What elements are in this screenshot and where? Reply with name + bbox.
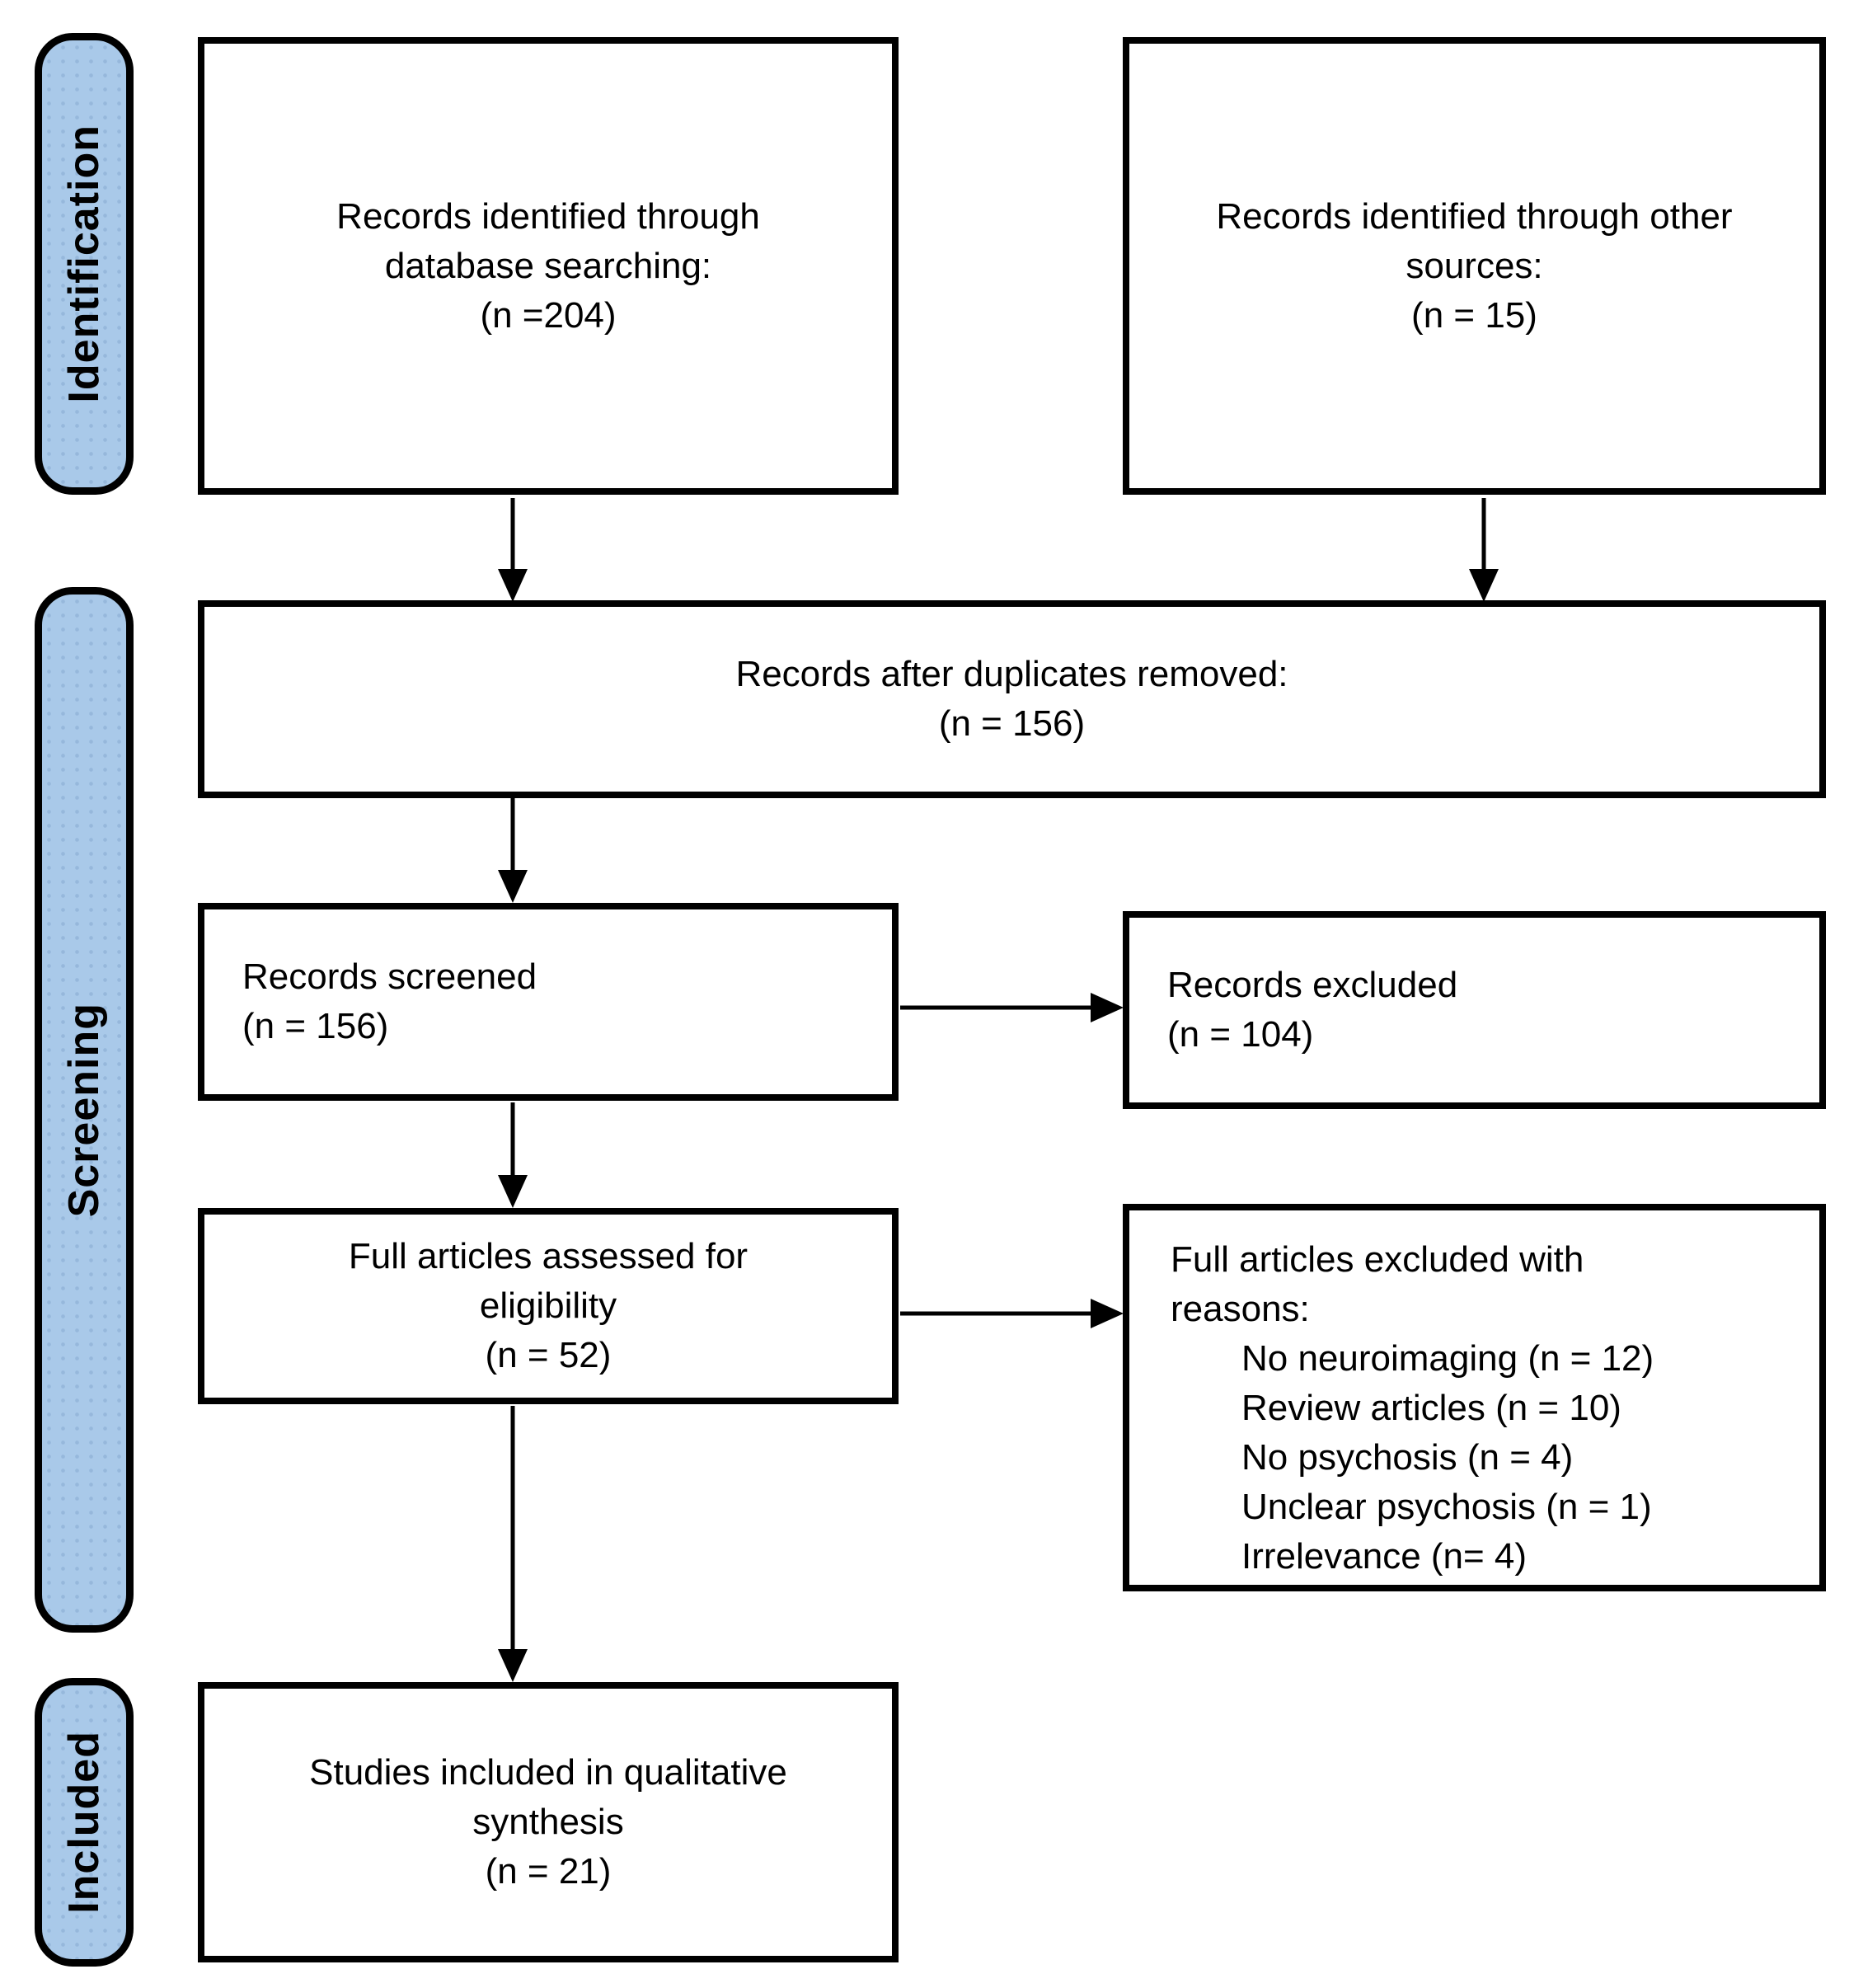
exclusion-reason-irrelevance: Irrelevance (n= 4) [1241, 1536, 1528, 1577]
box-records-excluded: Records excluded (n = 104) [1123, 911, 1826, 1109]
box-full-articles-assessed-text: Full articles assessed for eligibility (… [348, 1236, 749, 1375]
box-records-identified-database: Records identified through database sear… [198, 37, 899, 495]
arrow-other-sources-to-duplicates [1469, 498, 1499, 602]
arrow-assessed-to-full-excluded [900, 1299, 1124, 1328]
stage-label-included: Included [35, 1678, 134, 1967]
box-records-identified-database-text: Records identified through database sear… [336, 195, 760, 336]
box-records-after-duplicates-removed: Records after duplicates removed: (n = 1… [198, 600, 1826, 798]
box-records-screened-text: Records screened (n = 156) [242, 956, 537, 1046]
exclusion-reason-no-neuroimaging: No neuroimaging (n = 12) [1241, 1338, 1654, 1379]
box-records-excluded-text: Records excluded (n = 104) [1167, 965, 1458, 1055]
exclusion-reason-unclear-psychosis: Unclear psychosis (n = 1) [1241, 1487, 1652, 1527]
arrow-database-to-duplicates [498, 498, 528, 602]
box-studies-included-qualitative-synthesis: Studies included in qualitative synthesi… [198, 1682, 899, 1962]
exclusion-reason-review-articles: Review articles (n = 10) [1241, 1388, 1621, 1428]
box-full-articles-excluded: Full articles excluded with reasons: No … [1123, 1204, 1826, 1591]
arrow-screened-to-assessed [498, 1102, 528, 1208]
arrow-screened-to-excluded [900, 993, 1124, 1022]
box-records-after-duplicates-removed-text: Records after duplicates removed: (n = 1… [735, 654, 1288, 744]
box-studies-included-qualitative-synthesis-text: Studies included in qualitative synthesi… [309, 1752, 787, 1892]
box-records-identified-other-sources-text: Records identified through other sources… [1216, 195, 1733, 336]
stage-label-screening-text: Screening [60, 1002, 108, 1218]
box-records-screened: Records screened (n = 156) [198, 903, 899, 1101]
box-full-articles-assessed: Full articles assessed for eligibility (… [198, 1208, 899, 1404]
full-articles-excluded-heading: Full articles excluded with reasons: [1171, 1239, 1584, 1329]
arrow-assessed-to-included [498, 1406, 528, 1682]
stage-label-identification-text: Identification [60, 125, 108, 403]
arrow-duplicates-to-screened [498, 798, 528, 903]
box-records-identified-other-sources: Records identified through other sources… [1123, 37, 1826, 495]
stage-label-included-text: Included [60, 1731, 108, 1914]
exclusion-reason-no-psychosis: No psychosis (n = 4) [1241, 1437, 1574, 1478]
stage-label-identification: Identification [35, 33, 134, 495]
stage-label-screening: Screening [35, 587, 134, 1633]
